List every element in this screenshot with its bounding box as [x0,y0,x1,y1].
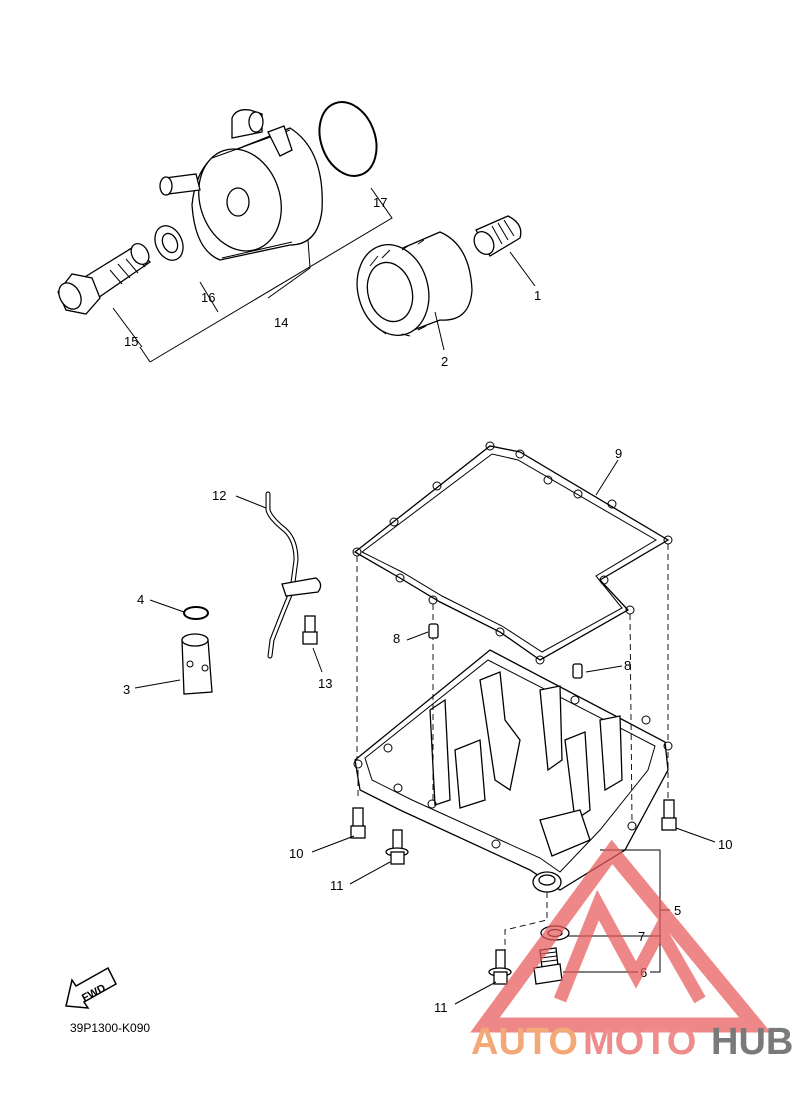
flange-bolt-11 [385,829,512,985]
oil-cooler-assembly [57,101,536,363]
washer [154,225,184,261]
oil-strainer [181,606,213,695]
drawing-code: 39P1300-K090 [70,1021,150,1035]
o-ring [318,101,378,177]
callout-16: 16 [201,290,215,305]
union-bolt [57,243,151,315]
oil-pan-gasket [352,441,673,665]
callout-3: 3 [123,682,130,697]
watermark-hub: HUB [711,1021,793,1063]
watermark-logo [470,839,771,1033]
callout-15: 15 [124,334,138,349]
callout-8a: 8 [393,631,400,646]
threaded-fitting [473,215,522,257]
watermark-text: AUTO MOTO HUB [471,1021,793,1063]
callout-11b: 11 [434,1000,448,1015]
pipe-bolt-13 [302,615,318,645]
callout-8b: 8 [624,658,631,673]
gasket-bolt-holes [352,441,673,665]
callout-10b: 10 [718,837,732,852]
watermark-triangle-icon [470,839,771,1033]
callout-13: 13 [318,676,332,691]
oil-pipe [265,491,322,659]
callout-9: 9 [615,446,622,461]
oil-filter [356,231,473,337]
callout-11a: 11 [330,878,344,893]
watermark-auto: AUTO [471,1021,578,1063]
oil-cooler-body [159,109,323,261]
watermark-moto: MOTO [583,1021,696,1063]
callout-12: 12 [212,488,226,503]
callout-2: 2 [441,354,448,369]
dowel-pin [428,623,583,679]
forward-direction-arrow: FWD [65,966,117,1009]
callout-labels: 1 2 3 4 5 6 7 8 8 9 10 10 11 11 12 13 14… [123,195,732,1015]
callout-10a: 10 [289,846,303,861]
callout-14: 14 [274,315,288,330]
callout-1: 1 [534,288,541,303]
callout-7: 7 [638,929,645,944]
callout-4: 4 [137,592,144,607]
callout-17: 17 [373,195,387,210]
callout-5: 5 [674,903,681,918]
pan-bolt-10 [350,799,677,839]
oil-pan-bolt-holes [353,695,673,849]
